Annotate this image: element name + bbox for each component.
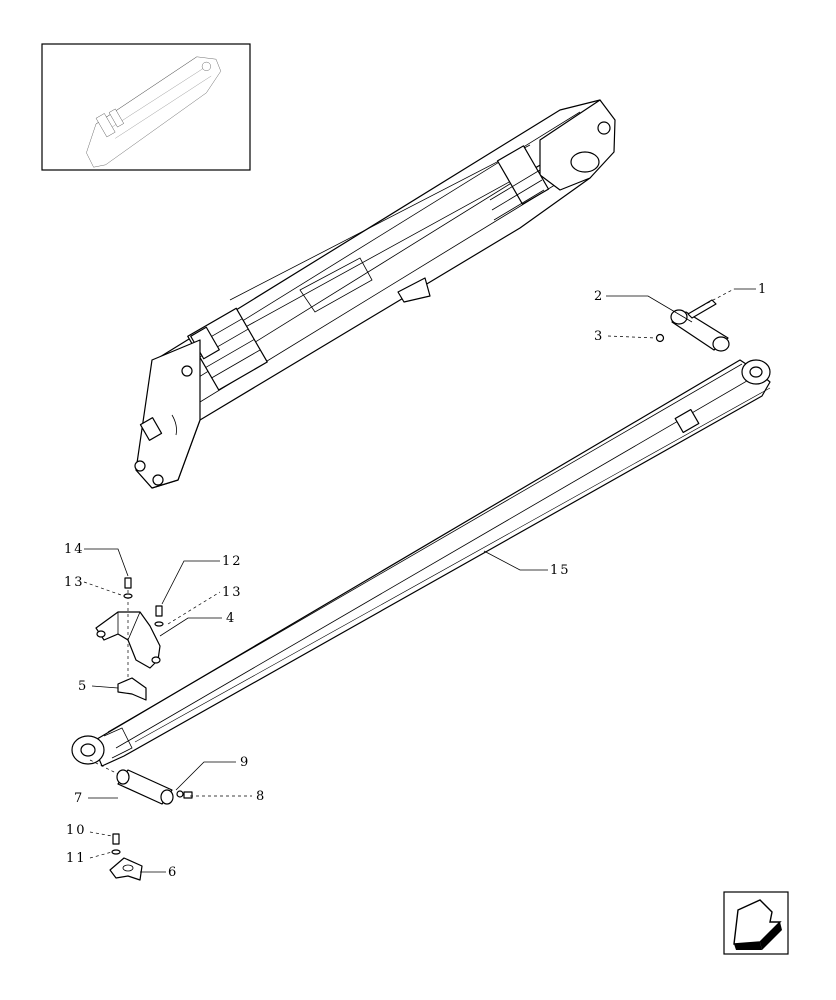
leader-lines bbox=[83, 288, 756, 873]
telescopic-boom bbox=[134, 99, 616, 489]
pin-assembly-bottom bbox=[89, 759, 193, 881]
hydraulic-cylinder bbox=[71, 359, 771, 767]
callout-11: 11 bbox=[66, 851, 87, 866]
callout-9: 9 bbox=[240, 755, 250, 770]
callout-14: 14 bbox=[64, 542, 85, 557]
callout-10: 10 bbox=[66, 823, 87, 838]
callout-15: 15 bbox=[550, 563, 571, 578]
callout-5: 5 bbox=[78, 679, 88, 694]
callout-12: 12 bbox=[222, 554, 243, 569]
callout-7: 7 bbox=[74, 791, 84, 806]
arrow-down-left-icon[interactable] bbox=[723, 891, 789, 955]
callout-2: 2 bbox=[594, 289, 604, 304]
pin-assembly-top bbox=[655, 299, 730, 352]
callout-6: 6 bbox=[168, 865, 178, 880]
callout-1: 1 bbox=[758, 282, 768, 297]
callout-13-upper: 13 bbox=[222, 585, 243, 600]
callout-labels: 1 2 3 4 5 6 7 8 9 10 11 12 13 13 14 15 bbox=[64, 282, 768, 880]
callout-8: 8 bbox=[256, 789, 266, 804]
bracket-assembly bbox=[95, 577, 164, 701]
callout-3: 3 bbox=[594, 329, 604, 344]
callout-13-lower: 13 bbox=[64, 575, 85, 590]
callout-4: 4 bbox=[226, 611, 236, 626]
overview-thumbnail bbox=[41, 43, 251, 171]
